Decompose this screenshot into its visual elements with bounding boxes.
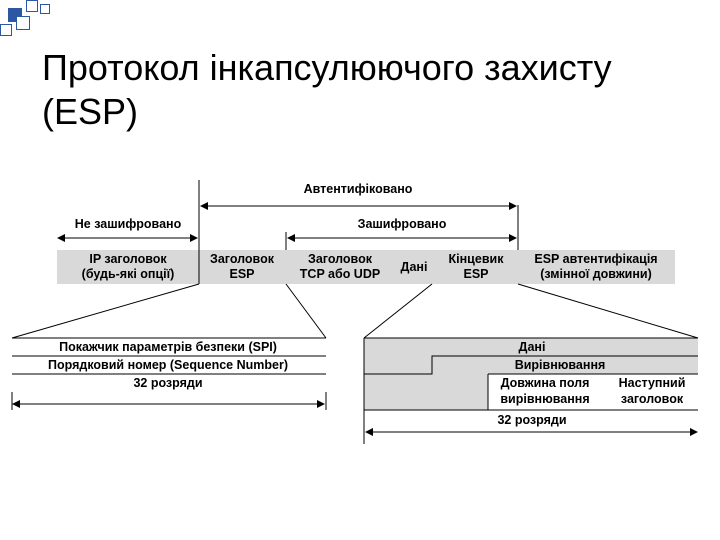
header-bits-label: 32 розряди	[133, 376, 202, 390]
trailer-step-line	[364, 355, 698, 375]
expansion-line	[11, 283, 200, 339]
corner-square-outline	[0, 24, 12, 36]
data-label: Дані	[401, 260, 428, 274]
spi-label: Покажчик параметрів безпеки (SPI)	[59, 340, 277, 354]
packet-bar	[57, 250, 675, 284]
padding-label: Вирівнювання	[515, 358, 606, 372]
pad-length-label: Довжина поля	[501, 376, 590, 390]
ip-header-label: IP заголовок	[89, 252, 167, 266]
expansion-line	[363, 283, 433, 339]
corner-square-light	[26, 0, 38, 12]
next-header-label: Наступний	[619, 376, 686, 390]
tcp-udp-header-label-2: TCP або UDP	[300, 267, 380, 281]
pad-length-label-2: вирівнювання	[500, 392, 589, 406]
not-encrypted-label: Не зашифровано	[75, 217, 182, 231]
esp-auth-label: ESP автентифікація	[534, 252, 657, 266]
trailer-padding-area	[364, 356, 698, 410]
esp-header-label: Заголовок	[210, 252, 275, 266]
authenticated-label: Автентифіковано	[304, 182, 413, 196]
corner-square-outline	[16, 16, 30, 30]
next-header-label-2: заголовок	[621, 392, 684, 406]
corner-square-light	[40, 4, 50, 14]
trailer-bits-label: 32 розряди	[497, 413, 566, 427]
title-line-1: Протокол інкапсулюючого захисту	[42, 47, 612, 88]
encrypted-label: Зашифровано	[358, 217, 447, 231]
seq-label: Порядковий номер (Sequence Number)	[48, 358, 288, 372]
esp-header-label-2: ESP	[229, 267, 254, 281]
expansion-line	[285, 283, 327, 339]
ip-header-label-2: (будь-які опції)	[82, 267, 175, 281]
trailer-data-label: Дані	[519, 340, 546, 354]
esp-trailer-label-2: ESP	[463, 267, 488, 281]
esp-auth-label-2: (змінної довжини)	[540, 267, 652, 281]
tcp-udp-header-label: Заголовок	[308, 252, 373, 266]
title-line-2: (ESP)	[42, 91, 139, 132]
slide-title: Протокол інкапсулюючого захисту (ESP)	[42, 46, 702, 134]
expansion-line	[517, 283, 699, 339]
esp-trailer-label: Кінцевик	[449, 252, 505, 266]
